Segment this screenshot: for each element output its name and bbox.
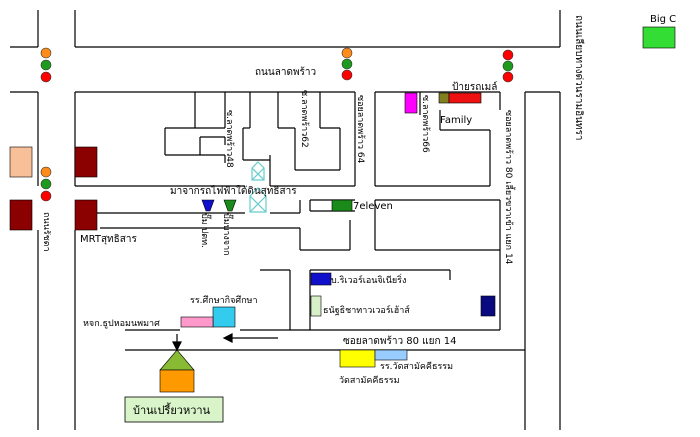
soi80-vertical-label: ซอยลาดพร้าว 80 เลี้ยวขวาเข้า แยก 14 xyxy=(503,110,516,265)
soi80-yaek14-label: ซอยลาดพร้าว 80 แยก 14 xyxy=(343,335,456,347)
traffic-light-icon xyxy=(502,49,514,83)
home-label-box xyxy=(124,396,224,423)
school-wat-marker xyxy=(374,349,408,361)
school-suksa-marker xyxy=(212,306,236,328)
wat-label: วัดสามัคคีธรรม xyxy=(339,375,400,386)
seven-eleven-marker xyxy=(331,199,353,212)
family-marker xyxy=(448,92,482,104)
ptt-pin-icon xyxy=(201,199,215,212)
soi66-marker xyxy=(404,92,418,114)
tanachart-label: ธนัฐธิชาทาวเวอร์เฮ้าส์ xyxy=(323,304,410,316)
river-engineering-label: บ.ริเวอร์เอนจิเนียริ่ง xyxy=(331,273,406,286)
seven-eleven-label: 7eleven xyxy=(353,201,393,212)
traffic-light-icon xyxy=(40,166,52,202)
family-sign-marker xyxy=(438,92,450,104)
arrow-icon xyxy=(222,333,278,343)
wat-marker xyxy=(339,349,376,368)
traffic-light-icon xyxy=(40,47,52,83)
school-wat-label: รร.วัดสามัคคีธรรม xyxy=(380,361,453,372)
shop-label: หจก.ธูปหอมนพมาศ xyxy=(83,319,160,329)
soi64-label: ซอยลาดพร้าว 64 xyxy=(355,95,366,164)
soi48-label: ซ.ลาดพร้าว48 xyxy=(224,110,235,168)
skytrain-icon xyxy=(249,161,267,213)
big-c-marker xyxy=(642,26,676,49)
skytrain-label: มาจากรถไฟฟ้าใต้ดินสุทธิสาร xyxy=(170,185,297,197)
arrow-icon xyxy=(172,334,182,352)
darkred-marker-left xyxy=(9,199,33,231)
mrt-marker xyxy=(74,199,98,231)
big-c-label: Big C xyxy=(650,14,676,25)
bangchak-pin-icon xyxy=(223,199,237,212)
road-right-vertical-label: ถนนเลียบทางด่วนรามอินทรา xyxy=(573,15,585,141)
ptt-label: ปั๊ม ปตท. xyxy=(199,213,212,248)
road-ladprao-label: ถนนลาดพร้าว xyxy=(255,66,316,78)
shop-marker xyxy=(180,316,214,328)
family-label: Family xyxy=(440,115,472,126)
soi62-label: ซ.ลาดพร้าว62 xyxy=(299,90,310,148)
school-suksa-label: รร.ศึกษากิจศึกษา xyxy=(190,295,258,306)
bank-navy-marker xyxy=(480,295,496,317)
mrt-label: MRTสุทธิสาร xyxy=(80,234,137,245)
soi66-label: ซ.ลาดพร้าว66 xyxy=(420,95,431,153)
home-label: บ้านเปรี้ยวหวาน xyxy=(133,402,211,417)
bank-blue-marker xyxy=(310,272,332,286)
bangchak-label: ปั๊มบางจาก xyxy=(221,213,234,256)
road-ratchada-label: ถนนรัชดา xyxy=(41,212,51,252)
traffic-light-icon xyxy=(341,47,353,81)
house-icon xyxy=(159,349,195,393)
tanachart-marker xyxy=(310,295,322,317)
peach-marker xyxy=(9,146,33,178)
road-lines xyxy=(10,10,561,430)
darkred-marker-top xyxy=(74,146,98,178)
family-sign-label: ป้ายรถเมล์ xyxy=(452,81,497,93)
